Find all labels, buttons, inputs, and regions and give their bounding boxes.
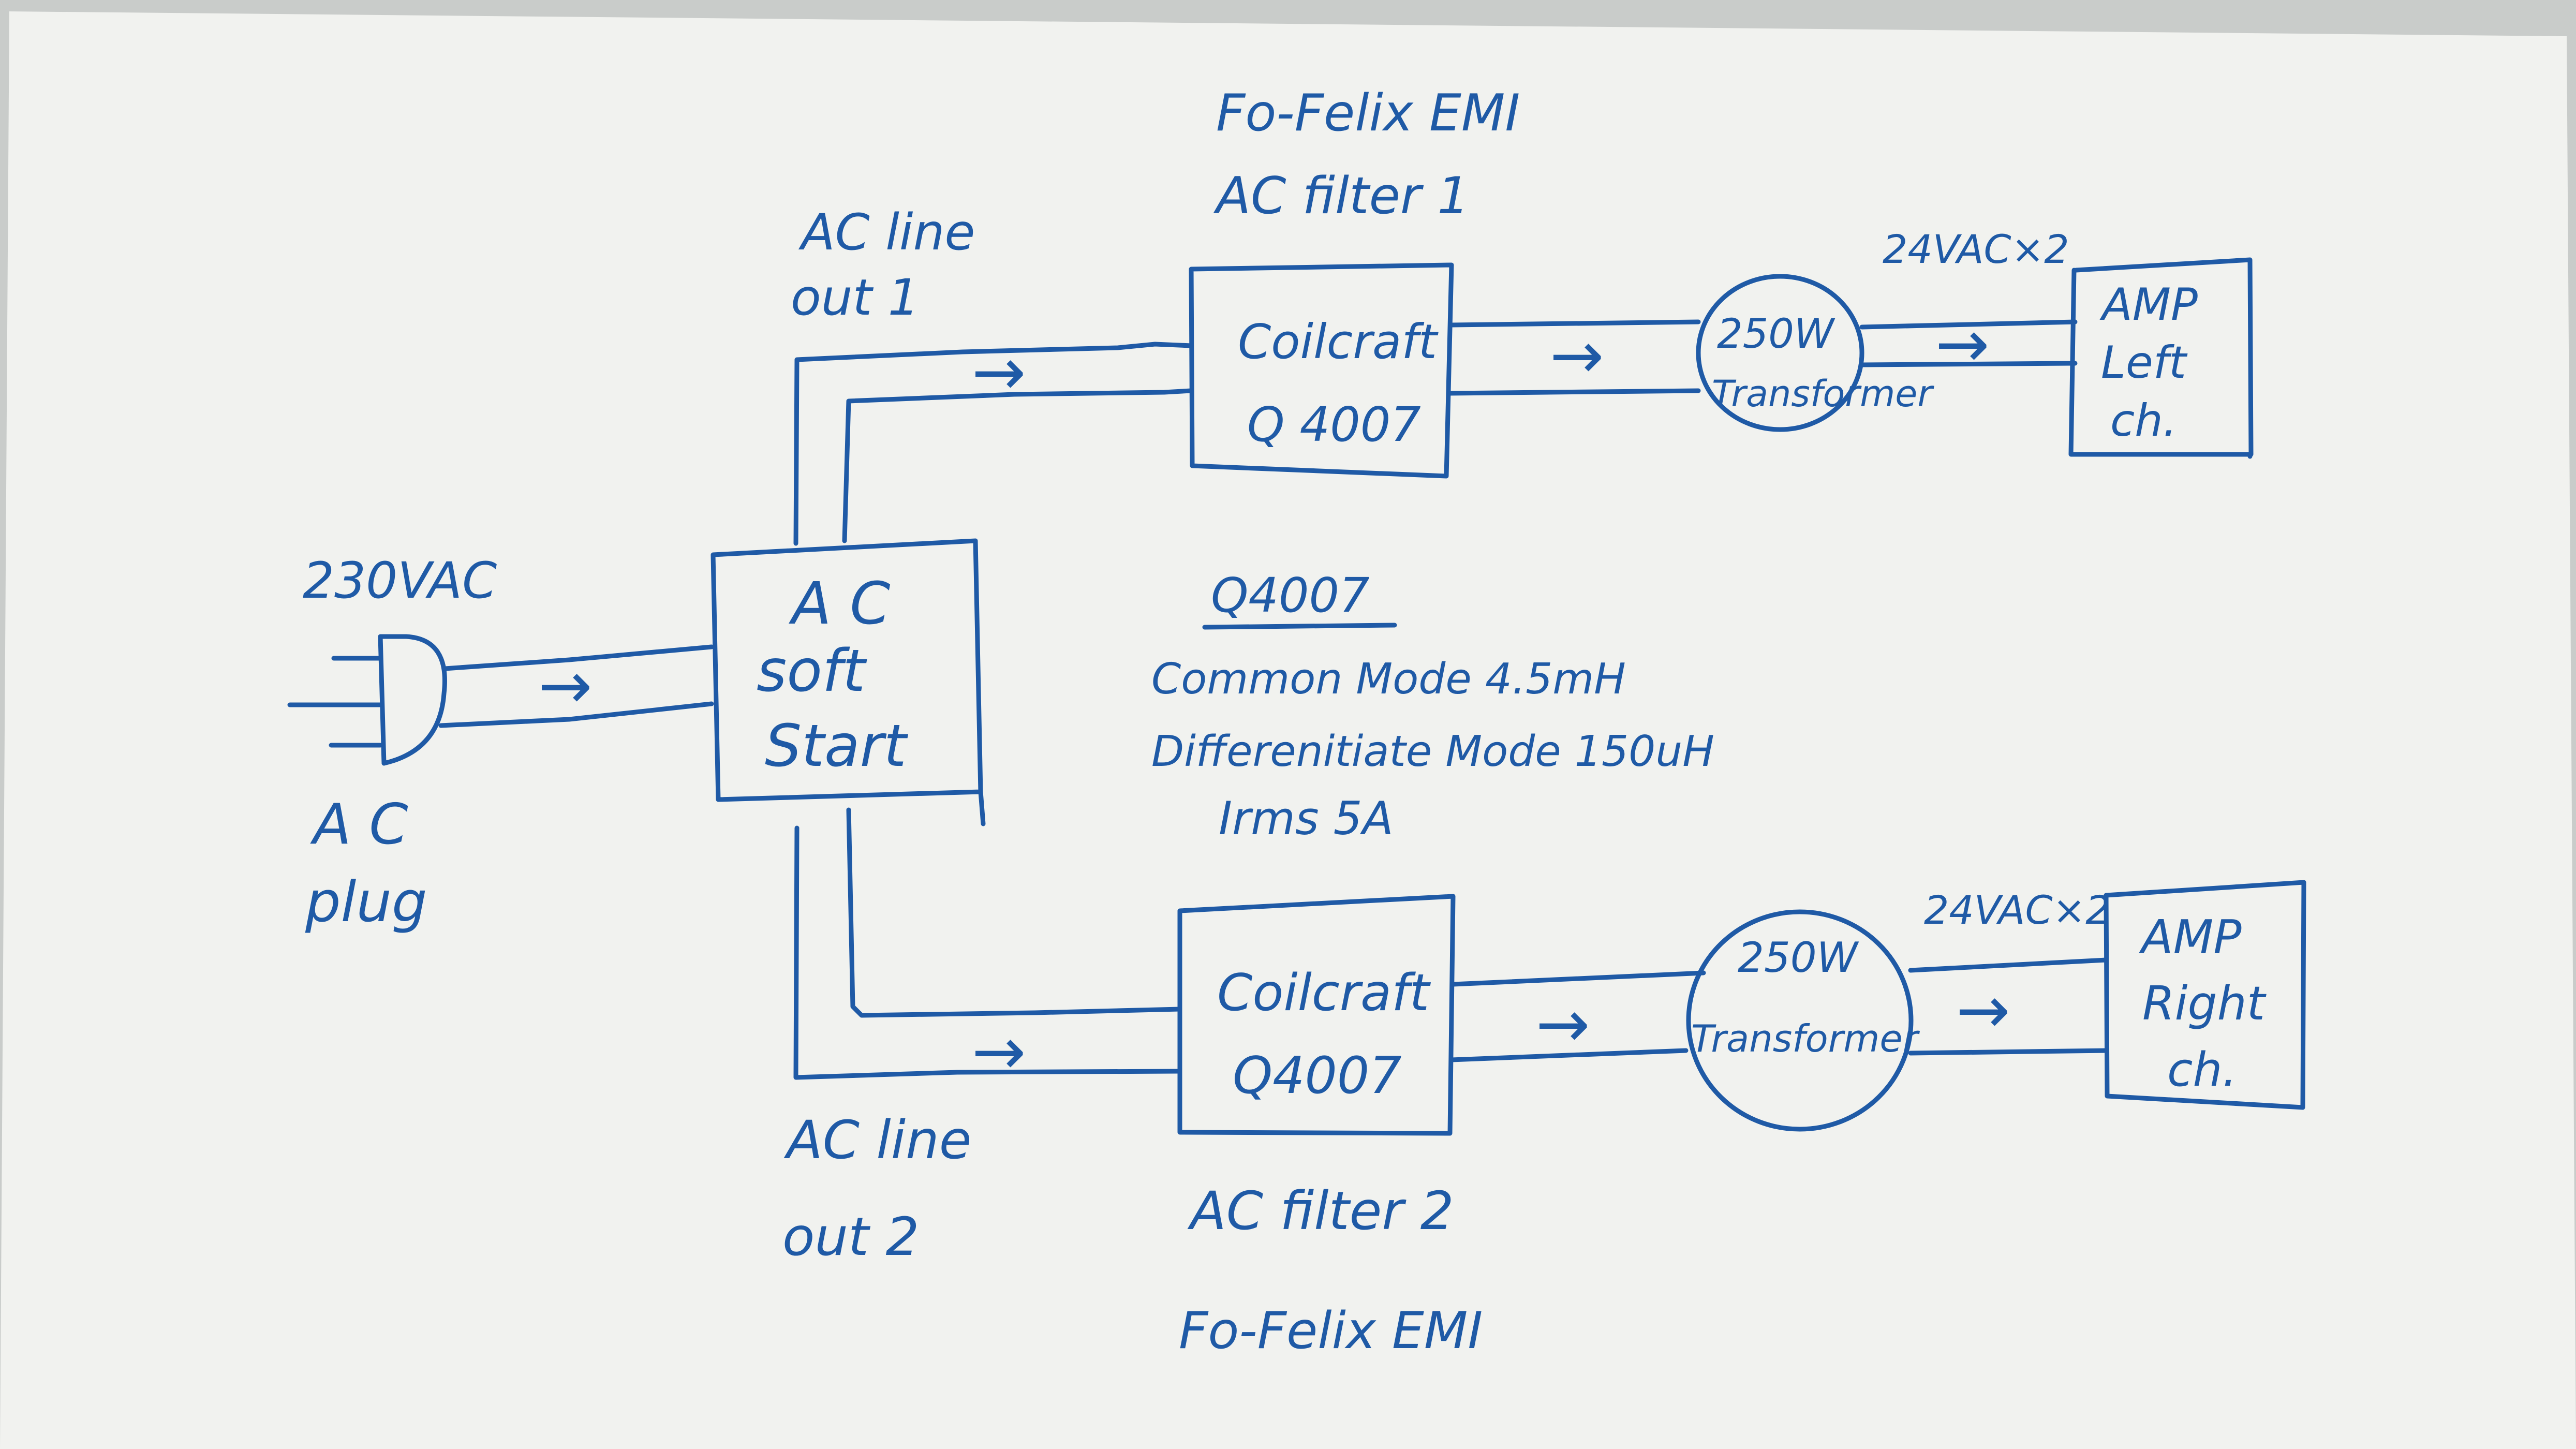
spec-irms: Irms 5A (1219, 792, 1394, 845)
soft-start-line-3: Start (765, 713, 909, 780)
arrow-input: → (538, 648, 593, 723)
soft-start-line-1: A C (789, 570, 890, 638)
spec-title: Q4007 (1211, 568, 1370, 623)
filter-2-box-line-2: Q4007 (1233, 1046, 1402, 1105)
line-out-2-cable (793, 807, 1182, 1080)
arrow-secondary-2: → (1956, 973, 2010, 1048)
amp-left-line-2: Left (2101, 337, 2188, 389)
arrow-line-out-1: → (972, 335, 1026, 410)
secondary-1-cable (1859, 319, 2078, 367)
transformer-1-circle (1696, 274, 1864, 432)
transformer-2-name: Transformer (1691, 1017, 1920, 1060)
filter-2-title-1: AC filter 2 (1187, 1180, 1454, 1242)
line-out-2-label-1: AC line (783, 1110, 972, 1171)
line-out-1-cable (793, 342, 1194, 546)
filter-2-box (1177, 894, 1456, 1136)
filter-1-box (1189, 262, 1454, 479)
secondary-2-label: 24VAC×2 (1924, 887, 2111, 933)
ac-plug-icon (287, 634, 447, 766)
soft-start-tail (978, 789, 986, 826)
transformer-1-rating: 250W (1717, 311, 1835, 358)
transformer-1-name: Transformer (1712, 373, 1934, 415)
line-out-1-label-2: out 1 (791, 269, 920, 327)
arrow-filter-2-out: → (1536, 987, 1590, 1062)
amp-left-line-1: AMP (2099, 279, 2198, 331)
secondary-1-label: 24VAC×2 (1883, 226, 2069, 272)
filter-2-title-2: Fo-Felix EMI (1179, 1302, 1483, 1361)
amp-right-box (2104, 880, 2306, 1110)
amp-right-line-2: Right (2142, 977, 2267, 1031)
paper-sheet (0, 11, 2576, 1449)
arrow-secondary-1: → (1935, 307, 1990, 382)
line-out-1-label-1: AC line (798, 203, 975, 261)
amp-right-line-3: ch. (2167, 1043, 2237, 1097)
filter-2-output-cable (1449, 970, 1706, 1062)
transformer-2-rating: 250W (1738, 934, 1859, 982)
filter-1-box-line-2: Q 4007 (1247, 397, 1421, 452)
amp-right-line-1: AMP (2139, 910, 2242, 965)
filter-2-box-line-1: Coilcraft (1217, 964, 1431, 1023)
arrow-line-out-2: → (972, 1014, 1026, 1089)
spec-common-mode: Common Mode 4.5mH (1151, 655, 1626, 704)
transformer-2-circle (1686, 909, 1914, 1132)
plug-name-line-2: plug (305, 870, 427, 935)
plug-voltage-label: 230VAC (303, 552, 497, 610)
filter-1-title-1: Fo-Felix EMI (1216, 84, 1520, 143)
spec-differential-mode: Differenitiate Mode 150uH (1151, 727, 1714, 776)
filter-1-box-line-1: Coilcraft (1238, 314, 1439, 369)
filter-1-title-2: AC filter 1 (1213, 167, 1470, 226)
arrow-filter-1-out: → (1550, 318, 1604, 393)
secondary-2-cable (1908, 957, 2109, 1056)
spec-title-underline (1202, 623, 1397, 630)
soft-start-line-2: soft (757, 638, 867, 705)
plug-name-line-1: A C (310, 792, 408, 857)
amp-left-line-3: ch. (2110, 395, 2177, 447)
filter-1-output-cable (1446, 319, 1701, 396)
input-cable (438, 644, 714, 728)
line-out-2-label-2: out 2 (782, 1206, 919, 1268)
